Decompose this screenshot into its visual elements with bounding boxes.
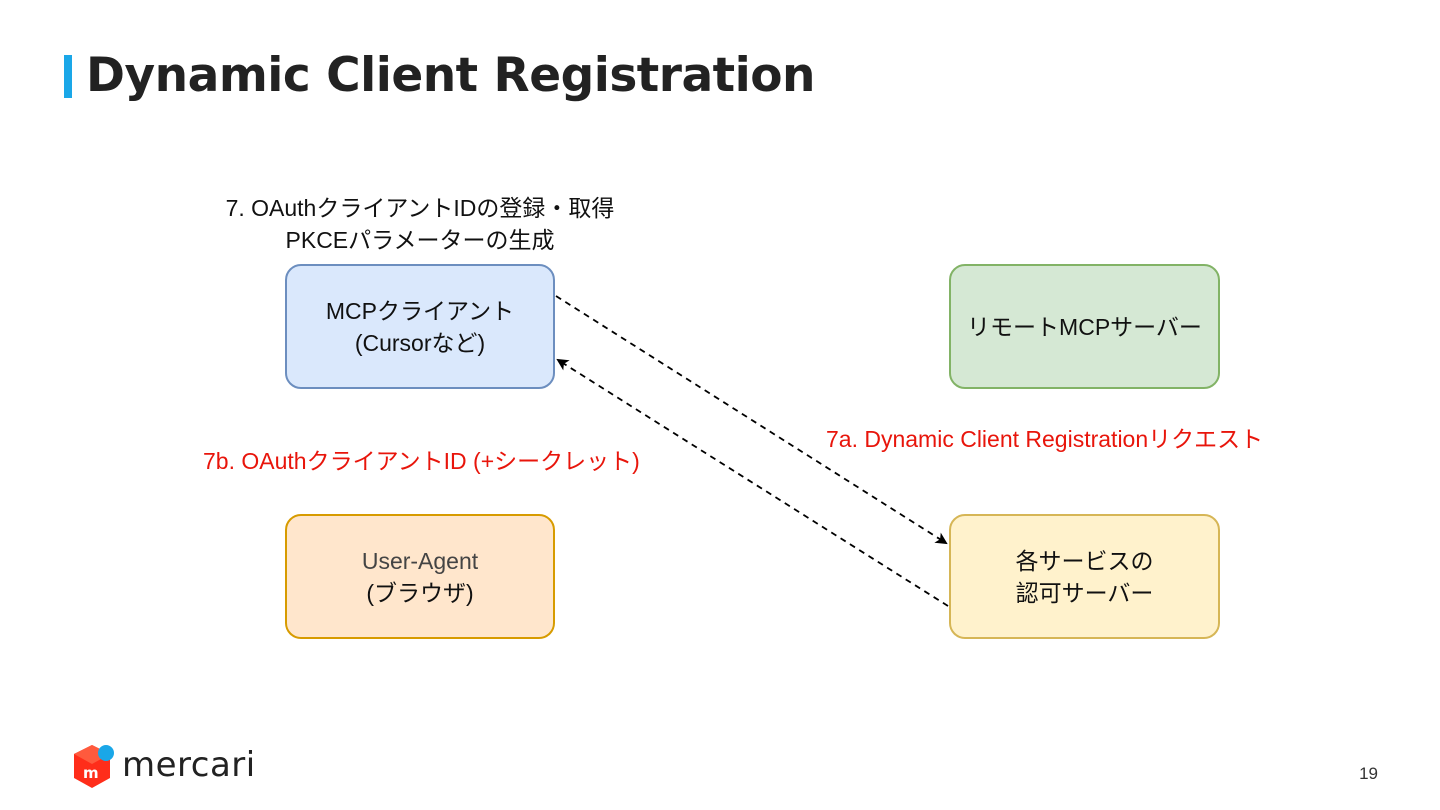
authorization-server-node: 各サービスの 認可サーバー	[949, 514, 1220, 639]
user-agent-line1: User-Agent	[361, 547, 479, 574]
step-7-line2: PKCEパラメーターの生成	[285, 227, 555, 253]
auth-server-line2: 認可サーバー	[1015, 579, 1154, 606]
remote-mcp-server-node: リモートMCPサーバー	[949, 264, 1220, 389]
step-7-label: 7. OAuthクライアントIDの登録・取得 PKCEパラメーターの生成	[170, 192, 670, 256]
mcp-client-line2: (Cursorなど)	[354, 329, 486, 356]
edge-7b-arrow	[556, 358, 949, 607]
user-agent-line2: (ブラウザ)	[366, 579, 474, 606]
step-7a-label: 7a. Dynamic Client Registrationリクエスト	[826, 426, 1264, 452]
mercari-logo-icon: m	[74, 745, 114, 788]
mercari-logo-text: mercari	[122, 745, 256, 785]
mercari-logo: m mercari	[70, 742, 255, 792]
mcp-client-node: MCPクライアント (Cursorなど)	[285, 264, 555, 389]
edge-7a-arrow	[555, 295, 948, 545]
mcp-client-line1: MCPクライアント	[325, 297, 515, 324]
auth-server-line1: 各サービスの	[1015, 547, 1154, 574]
page-number: 19	[1359, 764, 1378, 783]
user-agent-node: User-Agent (ブラウザ)	[285, 514, 555, 639]
remote-server-line1: リモートMCPサーバー	[967, 313, 1202, 340]
step-7-line1: 7. OAuthクライアントIDの登録・取得	[225, 195, 615, 221]
slide-title: Dynamic Client Registration	[86, 48, 816, 103]
svg-text:m: m	[83, 764, 99, 782]
step-7b-label: 7b. OAuthクライアントID (+シークレット)	[203, 448, 640, 474]
title-accent-bar	[64, 55, 72, 98]
